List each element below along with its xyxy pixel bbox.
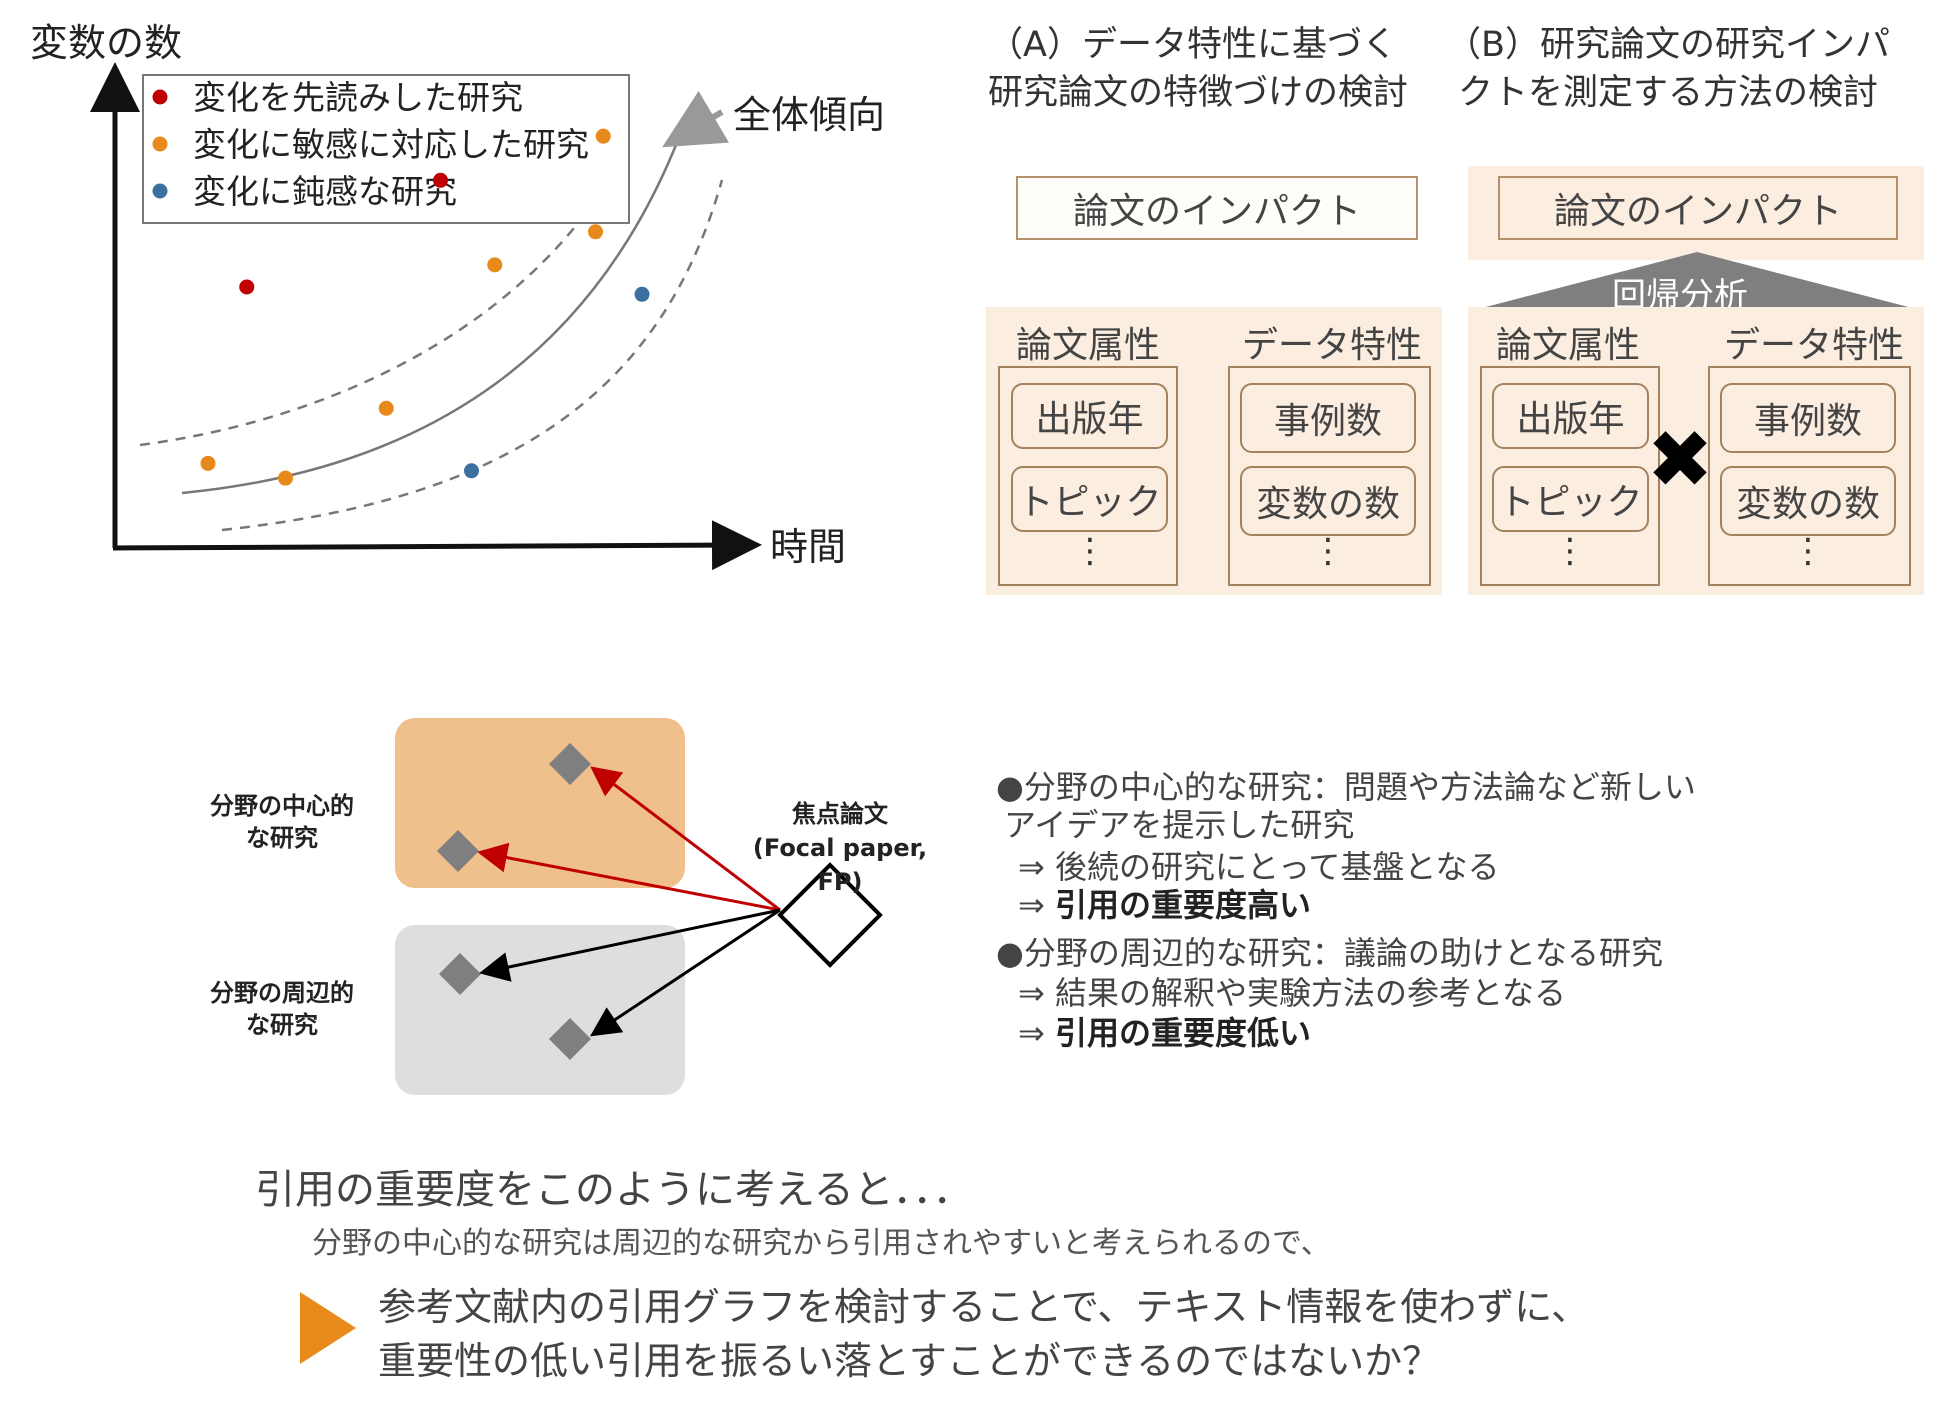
panel-b-title-line1: （B）研究論文の研究インパ: [1446, 25, 1891, 65]
scatter-chart: 変数の数 時間 全体傾向 変化を先読みした研究変化に敏感に対応した研究変化に鈍感…: [30, 21, 885, 571]
panel-a-col1-ellipsis: ⋮: [1073, 531, 1107, 571]
panel-b-col1-ellipsis: ⋮: [1553, 531, 1587, 571]
panel-a-col1-head: 論文属性: [1016, 325, 1161, 366]
regression-banner: [1482, 252, 1912, 308]
interaction-cross-icon: ✖: [1646, 413, 1714, 506]
citation-arrow-peripheral: [590, 908, 781, 1037]
panel-b-pill-year: 出版年: [1492, 383, 1649, 449]
data-point: [634, 286, 650, 302]
peripheral-label-line2: な研究: [246, 1011, 318, 1039]
panel-a-pill-topic: トピック: [1011, 466, 1168, 532]
focal-paper-node: [777, 862, 883, 968]
data-point: [464, 463, 479, 479]
bullet2-line3: ⇒ 引用の重要度低い: [1018, 1008, 1311, 1054]
panel-b-pill-cases: 事例数: [1720, 383, 1896, 453]
panel-a-pill-variables: 変数の数: [1240, 466, 1416, 536]
legend-entry: 変化に鈍感な研究: [193, 172, 457, 211]
x-axis-label: 時間: [770, 525, 846, 569]
focal-paper-label: 焦点論文 (Focal paper, FP): [730, 797, 950, 899]
peripheral-label: 分野の周辺的 な研究: [192, 977, 372, 1041]
legend-marker: [152, 136, 168, 152]
bullet1-line4: ⇒ 引用の重要度高い: [1018, 880, 1311, 926]
data-point: [200, 455, 216, 471]
central-label-line2: な研究: [246, 824, 318, 852]
trend-pointer-arrow: [662, 90, 730, 148]
central-label: 分野の中心的 な研究: [192, 790, 372, 854]
play-triangle-icon: [300, 1292, 356, 1364]
bullet1-line3: ⇒ 後続の研究にとって基盤となる: [1018, 848, 1500, 886]
panel-a-pill-cases: 事例数: [1240, 383, 1416, 453]
panel-b-impact-box: 論文のインパクト: [1498, 176, 1898, 240]
data-point: [487, 257, 503, 273]
bullet2-line2: ⇒ 結果の解釈や実験方法の参考となる: [1018, 974, 1567, 1012]
focal-label-line1: 焦点論文: [792, 800, 888, 828]
data-point: [588, 224, 603, 240]
panel-a-impact-box: 論文のインパクト: [1016, 176, 1418, 240]
conclusion-line4: 重要性の低い引用を振るい落とすことができるのではないか？: [378, 1339, 1441, 1383]
central-label-line1: 分野の中心的: [210, 792, 354, 820]
trend-label: 全体傾向: [733, 93, 885, 137]
peripheral-research-area: [395, 925, 685, 1095]
panel-a-col2-head: データ特性: [1242, 325, 1423, 366]
panel-a-title-line1: （A）データ特性に基づく: [988, 25, 1397, 65]
peripheral-paper-node: [439, 953, 481, 995]
citation-diagram: [395, 718, 883, 1095]
legend-entry: 変化を先読みした研究: [193, 78, 523, 117]
trend-lower-bound: [221, 179, 724, 532]
panel-b-col2-head: データ特性: [1724, 325, 1905, 366]
citation-arrow-central: [477, 842, 781, 912]
data-point: [378, 400, 394, 416]
legend-marker: [152, 183, 168, 199]
citation-arrow-central: [590, 766, 781, 912]
conclusion-line1: 引用の重要度をこのように考えると．．．: [255, 1167, 973, 1213]
conclusion-line2: 分野の中心的な研究は周辺的な研究から引用されやすいと考えられるので、: [312, 1226, 1331, 1261]
central-paper-node: [549, 743, 591, 785]
panel-b-pill-variables: 変数の数: [1720, 466, 1896, 536]
citation-arrow-peripheral: [479, 908, 781, 982]
panel-b-pill-topic: トピック: [1492, 466, 1649, 532]
bullet2-line1: ●分野の周辺的な研究：議論の助けとなる研究: [996, 934, 1663, 972]
data-point: [595, 128, 611, 144]
bullet1-line2: アイデアを提示した研究: [1004, 806, 1355, 844]
central-paper-node: [437, 830, 479, 872]
bullet1-importance-high: 引用の重要度高い: [1054, 886, 1311, 924]
panel-a-pill-year: 出版年: [1011, 383, 1168, 449]
panel-b-col1-head: 論文属性: [1496, 325, 1641, 366]
data-point: [278, 470, 293, 486]
legend-marker: [152, 89, 168, 105]
data-point: [239, 279, 255, 295]
peripheral-paper-node: [549, 1018, 591, 1060]
bullet1-arrow: ⇒: [1018, 886, 1055, 924]
panel-b-title-line2: クトを測定する方法の検討: [1458, 73, 1879, 113]
peripheral-label-line1: 分野の周辺的: [210, 979, 354, 1007]
bullet1-line1: ●分野の中心的な研究：問題や方法論など新しい: [996, 768, 1696, 806]
legend-box: [142, 74, 630, 224]
conclusion-line3: 参考文献内の引用グラフを検討することで、テキスト情報を使わずに、: [378, 1285, 1590, 1329]
trend-upper-bound: [139, 169, 617, 447]
y-axis-label: 変数の数: [30, 21, 182, 65]
panel-b-col2-ellipsis: ⋮: [1791, 531, 1825, 571]
legend-entry: 変化に敏感に対応した研究: [193, 125, 589, 164]
focal-label-line2: (Focal paper, FP): [752, 834, 928, 896]
panel-a-col2-ellipsis: ⋮: [1311, 531, 1345, 571]
bullet2-arrow: ⇒: [1018, 1014, 1055, 1052]
x-axis: [112, 520, 762, 571]
data-point: [433, 172, 448, 188]
bullet2-importance-low: 引用の重要度低い: [1054, 1014, 1311, 1052]
panel-a-title-line2: 研究論文の特徴づけの検討: [988, 73, 1409, 113]
